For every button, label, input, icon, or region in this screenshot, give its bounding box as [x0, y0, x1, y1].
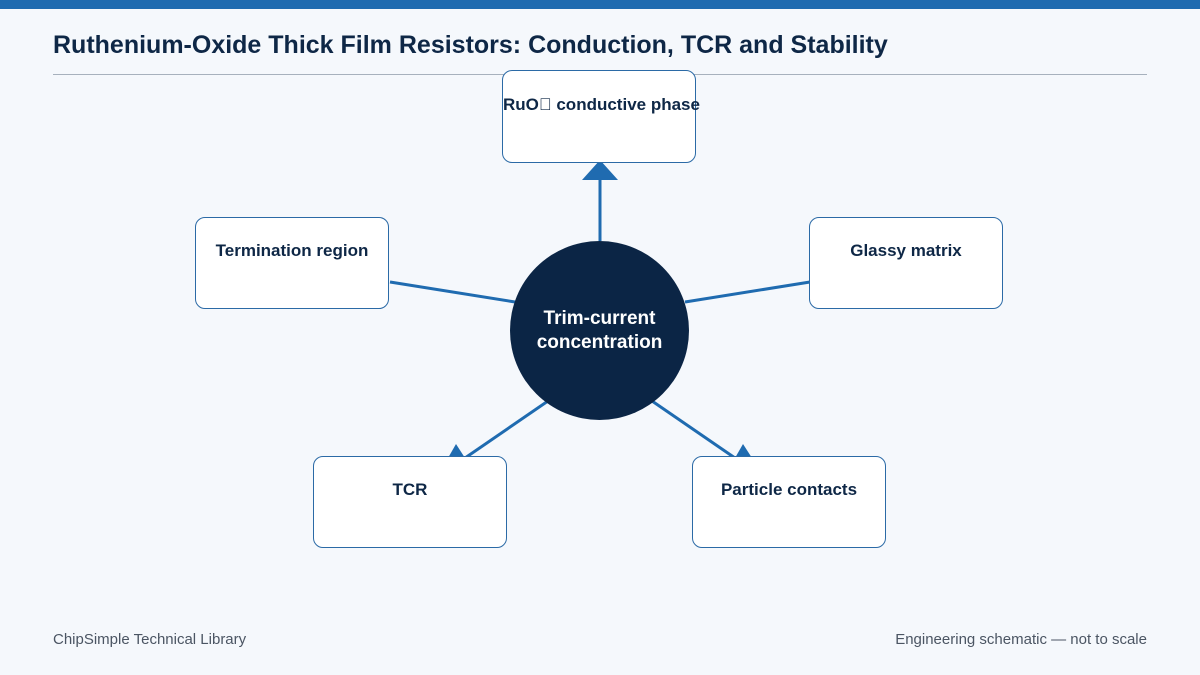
node-bottom-right-label: Particle contacts: [720, 480, 858, 499]
connector-left: [389, 280, 516, 304]
top-accent-bar: [0, 0, 1200, 9]
connector-right: [684, 280, 811, 304]
connector-bottom-right: [651, 399, 736, 460]
node-bottom-left: TCR: [313, 456, 507, 548]
central-hub: Trim-current concentration: [510, 241, 689, 420]
node-right-label: Glassy matrix: [850, 241, 962, 260]
node-top: RuO  conductive phase: [502, 70, 700, 163]
arrowhead-top: [582, 160, 618, 180]
node-left: Termination region: [195, 217, 389, 309]
page-title: Ruthenium-Oxide Thick Film Resistors: Co…: [53, 31, 888, 59]
hub-label-line2: concentration: [536, 331, 663, 353]
connector-bottom-left: [464, 399, 549, 460]
node-right: Glassy matrix: [809, 217, 1003, 309]
footer-source: ChipSimple Technical Library: [53, 631, 247, 648]
node-top-label: RuO  conductive phase: [503, 95, 700, 114]
node-bottom-left-label: TCR: [392, 480, 428, 499]
node-bottom-right: Particle contacts: [692, 456, 886, 548]
node-left-label: Termination region: [215, 241, 369, 260]
arrowhead-bottom-right: [735, 444, 752, 458]
arrowhead-bottom-left: [448, 444, 465, 458]
footer-note: Engineering schematic — not to scale: [895, 631, 1147, 648]
hub-label-line1: Trim-current: [543, 307, 656, 329]
